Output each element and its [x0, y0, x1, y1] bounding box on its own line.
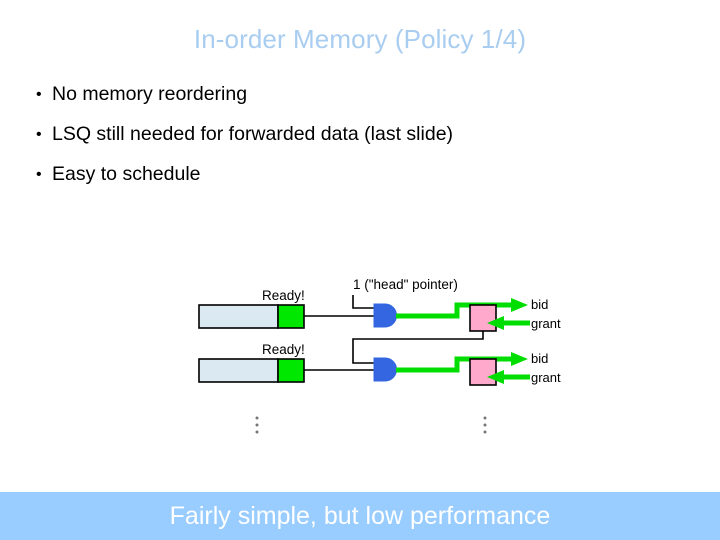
ready-flag-row2	[277, 358, 305, 383]
head-pointer-bracket-wire	[352, 295, 374, 309]
arbiter-chain-wire	[352, 331, 484, 364]
bid-arrowhead-row1	[511, 298, 528, 312]
footer-banner: Fairly simple, but low performance	[0, 492, 720, 540]
queue-continues-ellipsis-left	[255, 416, 259, 434]
queue-entry-row2	[198, 358, 279, 383]
page-title: In-order Memory (Policy 1/4)	[193, 24, 527, 54]
grant-label-row2: grant	[531, 370, 561, 385]
bullet-list: • No memory reordering • LSQ still neede…	[30, 84, 670, 204]
bid-arrowhead-row2	[511, 352, 528, 366]
memory-scheduler-diagram: 1 ("head" pointer) Ready! bid grant	[0, 255, 720, 455]
grant-label-row1: grant	[531, 316, 561, 331]
footer-text: Fairly simple, but low performance	[169, 501, 551, 530]
diagram-svg: 1 ("head" pointer) Ready! bid grant	[198, 277, 561, 434]
arbiter-box-row1	[469, 304, 497, 332]
grant-arrowhead-row1	[487, 316, 504, 330]
bullet-text: No memory reordering	[52, 83, 248, 105]
arbiter-box-row2	[469, 358, 497, 386]
bullet-text: Easy to schedule	[52, 163, 201, 185]
bullet-text: LSQ still needed for forwarded data (las…	[52, 123, 454, 145]
grant-arrowhead-row2	[487, 370, 504, 384]
bullet-marker-icon: •	[36, 126, 42, 143]
queue-entry-row1	[198, 304, 279, 329]
ready-label-row2: Ready!	[262, 342, 305, 357]
list-item: • Easy to schedule	[30, 164, 670, 185]
ready-flag-row1	[277, 304, 305, 329]
bid-label-row1: bid	[531, 297, 548, 312]
bullet-marker-icon: •	[36, 86, 42, 103]
list-item: • LSQ still needed for forwarded data (l…	[30, 124, 670, 145]
queue-continues-ellipsis-right	[483, 416, 487, 434]
head-pointer-label: 1 ("head" pointer)	[353, 277, 458, 292]
list-item: • No memory reordering	[30, 84, 670, 105]
bullet-marker-icon: •	[36, 166, 42, 183]
and-gate-row1	[373, 303, 397, 328]
bid-label-row2: bid	[531, 351, 548, 366]
and-gate-row2	[373, 357, 397, 382]
ready-label-row1: Ready!	[262, 288, 305, 303]
